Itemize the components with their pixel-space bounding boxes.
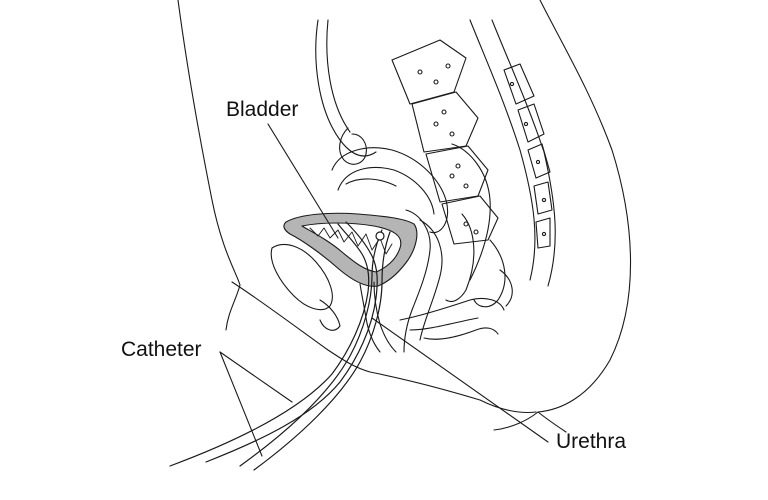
label-urethra: Urethra: [556, 430, 627, 453]
thigh-outline: [231, 281, 371, 373]
spine: [391, 19, 556, 287]
uterus-vagina: [399, 209, 505, 353]
urethra-leader-line: [371, 317, 549, 443]
label-catheter: Catheter: [121, 338, 202, 361]
catheter-leader-line-1: [219, 351, 293, 403]
abdomen-outline: [177, 0, 241, 331]
back-buttock-outline: [493, 0, 632, 431]
buttock-crease: [537, 411, 567, 433]
intestines: [315, 19, 513, 308]
pubic-bone: [270, 244, 341, 331]
catheter-leader-line-2: [219, 351, 263, 457]
bladder-leader-line: [267, 123, 339, 239]
catheter-tubes: [169, 221, 391, 471]
label-bladder: Bladder: [226, 98, 299, 121]
lower-body-line: [369, 371, 537, 414]
